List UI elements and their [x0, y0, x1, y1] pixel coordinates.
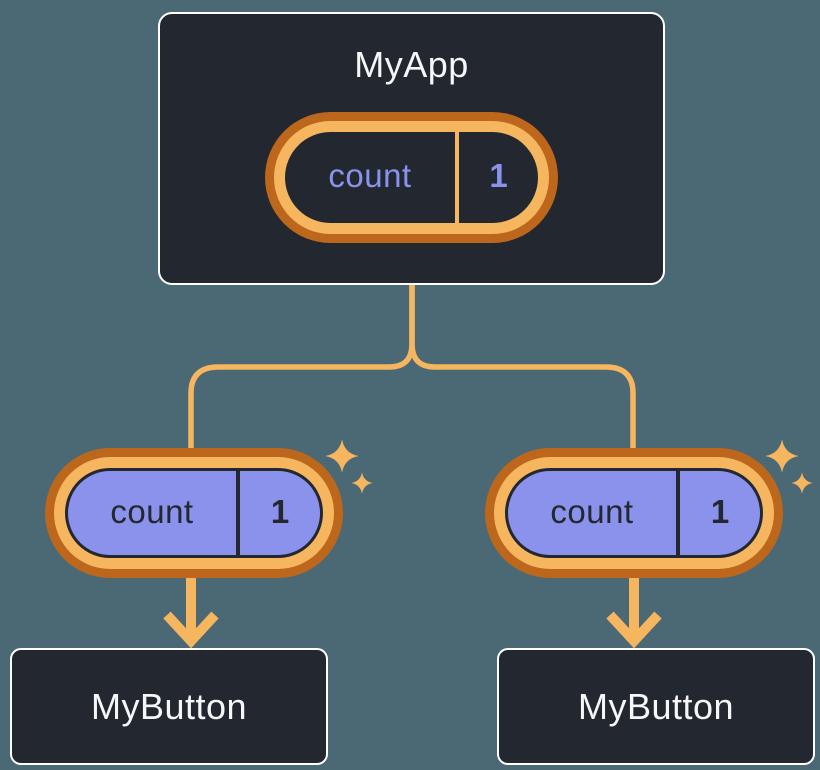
state-pill-ring: count 1	[274, 121, 549, 234]
component-title: MyButton	[577, 685, 735, 727]
state-pill-mybutton-left: count 1	[45, 448, 343, 578]
state-value-label: 1	[236, 471, 320, 555]
state-pill-core: count 1	[285, 132, 538, 223]
state-pill-core: count 1	[505, 468, 763, 558]
component-title: MyButton	[90, 685, 248, 727]
state-pill-core: count 1	[65, 468, 323, 558]
right-down-arrow-icon	[606, 611, 662, 649]
sparkle-icon	[791, 472, 813, 494]
state-pill-ring: count 1	[494, 457, 774, 569]
component-title: MyApp	[354, 44, 469, 85]
state-pill-ring: count 1	[54, 457, 334, 569]
branch-line-right	[409, 283, 636, 458]
sparkle-icon	[765, 439, 799, 473]
sparkle-icon	[351, 472, 373, 494]
state-key-label: count	[328, 157, 412, 194]
state-pill-myapp: count 1	[265, 112, 558, 243]
state-key-label: count	[110, 492, 194, 530]
state-value-label: 1	[676, 471, 760, 555]
component-node-mybutton-left: MyButton	[10, 648, 328, 765]
state-pill-mybutton-right: count 1	[485, 448, 783, 578]
state-value-label: 1	[455, 132, 538, 223]
state-key-label: count	[550, 492, 634, 530]
component-node-mybutton-right: MyButton	[497, 648, 815, 765]
branch-line-left	[188, 283, 415, 458]
sparkle-icon	[325, 439, 359, 473]
left-down-arrow-icon	[163, 611, 219, 649]
